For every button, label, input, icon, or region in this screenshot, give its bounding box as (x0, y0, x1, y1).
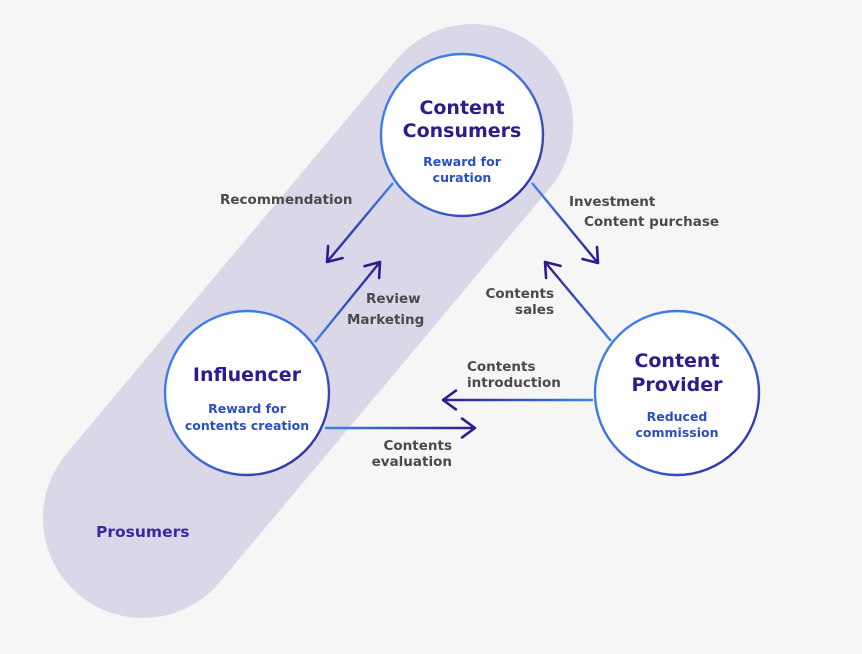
edge-label-contents-sales-1: Contents (485, 286, 554, 302)
arrowhead-icon (581, 245, 600, 265)
arrowhead-icon (460, 417, 477, 439)
edge-label-marketing: Marketing (347, 312, 424, 328)
arrow-influencer-to-provider (325, 417, 477, 439)
node-title: Provider (631, 374, 723, 396)
edge-label-contents-evaluation-1: Contents (383, 438, 452, 454)
edge-label-investment: Investment (569, 194, 656, 210)
arrow-line (314, 261, 381, 343)
node-title: Content (634, 350, 719, 372)
node-content-consumers[interactable]: Content Consumers Reward for curation (379, 52, 545, 218)
node-circle (379, 52, 545, 218)
edges-layer (314, 182, 612, 439)
edge-label-contents-evaluation-2: evaluation (372, 454, 452, 470)
node-subtitle: curation (433, 170, 492, 185)
arrow-influencer-to-consumers (314, 260, 382, 343)
arrow-line (544, 261, 612, 342)
node-subtitle: contents creation (185, 418, 309, 433)
node-content-provider[interactable]: Content Provider Reduced commission (593, 309, 761, 477)
arrowhead-icon (363, 260, 382, 280)
arrowhead-icon (325, 244, 344, 264)
prosumers-label: Prosumers (96, 523, 189, 541)
arrow-provider-to-consumers (543, 260, 612, 342)
node-title: Content (419, 97, 504, 119)
node-subtitle: Reduced (647, 409, 708, 424)
node-subtitle: Reward for (208, 401, 287, 416)
arrowhead-icon (543, 260, 562, 280)
edge-label-recommendation: Recommendation (220, 192, 352, 208)
node-title: Influencer (193, 364, 302, 386)
arrow-line (531, 182, 599, 264)
node-influencer[interactable]: Influencer Reward for contents creation (163, 309, 331, 477)
node-circle (163, 309, 331, 477)
edge-label-content-purchase: Content purchase (584, 214, 719, 230)
arrow-line (326, 182, 394, 263)
node-circle (593, 309, 761, 477)
node-subtitle: Reward for (423, 154, 502, 169)
edge-label-review: Review (366, 291, 421, 307)
node-title: Consumers (403, 120, 522, 142)
arrow-consumers-to-provider (531, 182, 600, 265)
edge-label-contents-introduction-2: introduction (467, 375, 561, 391)
arrowhead-icon (441, 389, 458, 411)
arrow-provider-to-influencer (441, 389, 593, 411)
arrow-consumers-to-influencer (325, 182, 394, 264)
edge-label-contents-introduction-1: Contents (467, 359, 536, 375)
node-subtitle: commission (636, 425, 719, 440)
edge-label-contents-sales-2: sales (515, 302, 554, 318)
